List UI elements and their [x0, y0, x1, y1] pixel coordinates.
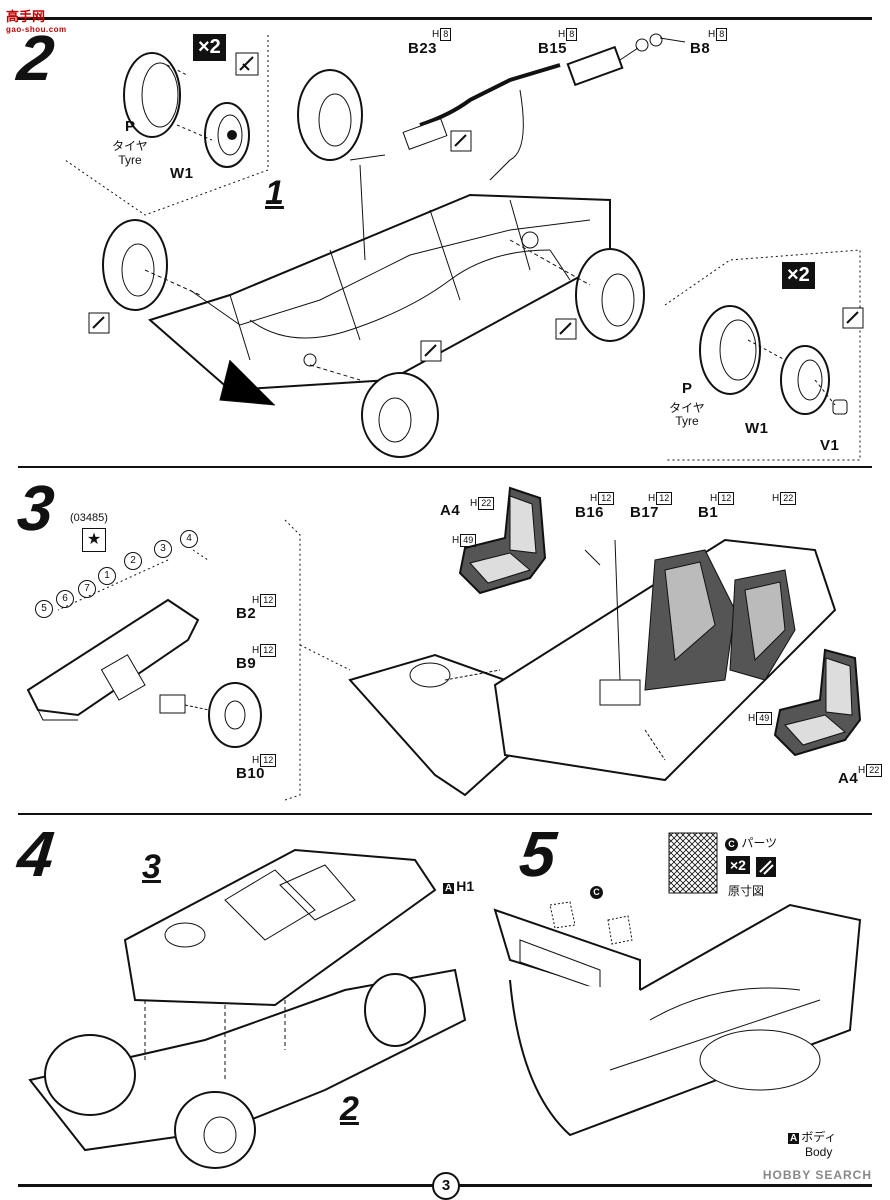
label-taiya-right: タイヤ: [669, 401, 705, 415]
scale-label: 原寸図: [728, 884, 765, 898]
body-label-en: Body: [805, 1145, 833, 1159]
gauge-7: 7: [78, 580, 96, 598]
part-label-b23: B23: [408, 40, 438, 57]
gauge-5: 5: [35, 600, 53, 618]
watermark-footer: HOBBY SEARCH: [762, 1168, 872, 1182]
step-number-2: 2: [14, 22, 58, 94]
wheel-tyre-top: [123, 52, 250, 168]
glue-icon: [235, 52, 259, 76]
gauge-2: 2: [124, 552, 142, 570]
paint-icon: [756, 857, 776, 877]
body-shell-drawing: [493, 901, 862, 1137]
seat-a4-top: [458, 486, 547, 595]
label-taiya-top: タイヤ: [112, 139, 148, 153]
seat-a4-bottom: [773, 648, 862, 757]
section-divider: [18, 466, 872, 468]
steering-wheel-part: [159, 682, 262, 748]
parts-label: C パーツ: [725, 834, 777, 851]
part-label-b9: B9: [236, 655, 257, 672]
glue-icon: [420, 340, 442, 362]
multiplier-badge: ×2: [782, 262, 815, 289]
glue-icon: [842, 307, 864, 329]
part-label-b15: B15: [538, 40, 568, 57]
sub-assembly-1: 1: [265, 174, 284, 212]
dashboard-drawing: [26, 549, 209, 721]
top-rule: [18, 17, 872, 20]
part-label-b17: B17: [630, 504, 660, 521]
interior-tub-drawing: [348, 538, 837, 797]
glue-icon: [88, 312, 110, 334]
label-tyre-top: Tyre: [118, 153, 142, 167]
label-tyre-right: Tyre: [675, 414, 699, 428]
wheel-tyre-right: [699, 305, 848, 415]
gauge-3: 3: [154, 540, 172, 558]
part-label-b10: B10: [236, 765, 266, 782]
part-label-p-right: P: [682, 380, 693, 397]
gauge-1: 1: [98, 567, 116, 585]
glue-icon: [450, 130, 472, 152]
assembly-step4-drawing: [28, 848, 467, 1169]
chassis-drawing: [102, 63, 645, 458]
callout-frame-dash: [284, 519, 351, 801]
section-divider: [18, 813, 872, 815]
gauge-4: 4: [180, 530, 198, 548]
part-label-p-top: P: [125, 118, 136, 135]
decal-code: (03485): [70, 512, 108, 524]
step-number-5: 5: [516, 818, 560, 890]
sub-assembly-3: 3: [142, 848, 161, 886]
c-mark: C: [590, 886, 603, 899]
page-number: 3: [432, 1172, 460, 1200]
part-label-b1: B1: [698, 504, 719, 521]
part-label-b8: B8: [690, 40, 711, 57]
part-label-w1-top: W1: [170, 165, 194, 182]
muffler-part: [566, 33, 686, 87]
step-number-3: 3: [14, 472, 58, 544]
part-label-v1: V1: [820, 437, 840, 454]
part-label-b2: B2: [236, 605, 257, 622]
part-label-a4-bottom: A4: [838, 770, 859, 787]
glue-icon: [555, 318, 577, 340]
decal-star-badge: ★: [82, 528, 106, 552]
sub-assembly-2: 2: [340, 1090, 359, 1128]
gauge-6: 6: [56, 590, 74, 608]
callout-frame-top: [64, 35, 269, 216]
part-label-a4-top: A4: [440, 502, 461, 519]
part-label-b16: B16: [575, 504, 605, 521]
scale-pattern-swatch: [668, 832, 718, 894]
part-label-w1-right: W1: [745, 420, 769, 437]
multiplier-badge: ×2: [726, 856, 750, 874]
multiplier-badge: ×2: [193, 34, 226, 61]
